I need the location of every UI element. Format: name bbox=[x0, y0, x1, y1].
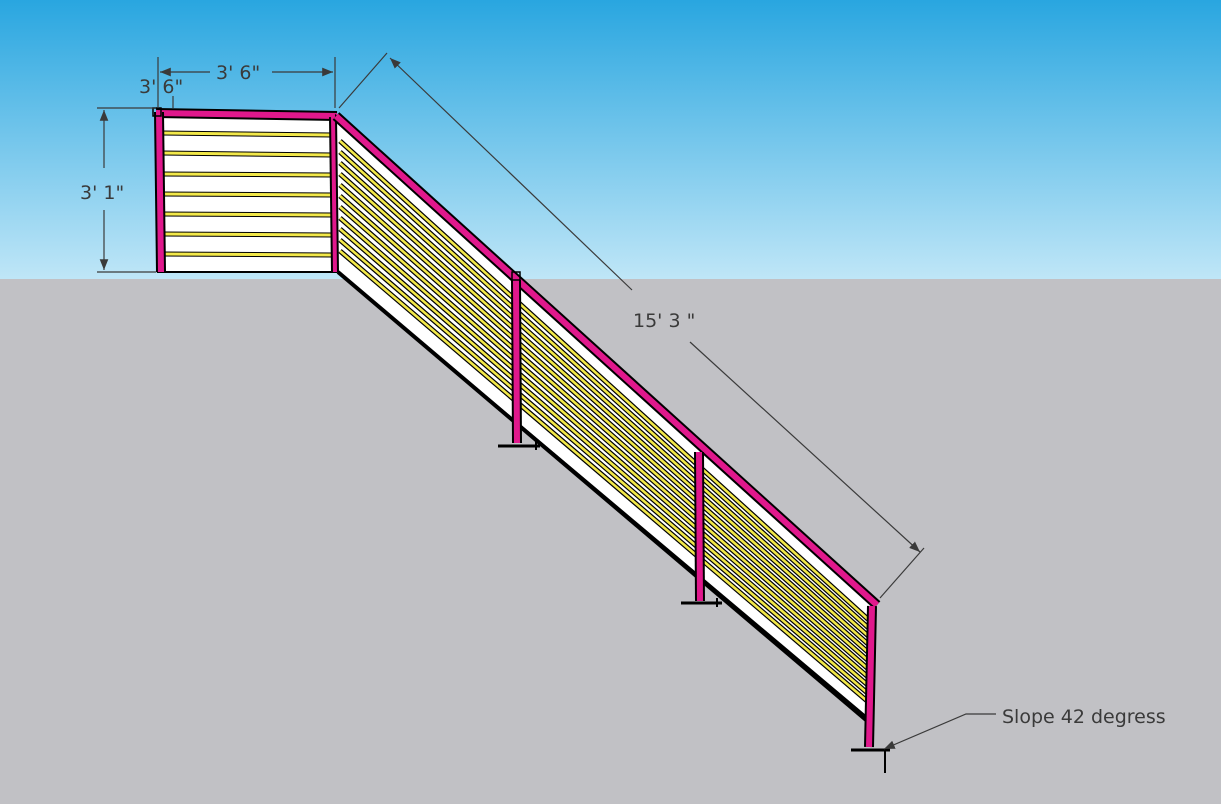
slope-leader-line bbox=[883, 713, 996, 750]
dimensions bbox=[97, 52, 996, 750]
landing-cables bbox=[161, 130, 333, 258]
stair-cable-fill bbox=[339, 140, 869, 621]
landing-railing bbox=[152, 107, 341, 273]
stair-cable-fill bbox=[339, 217, 869, 678]
stair-cable-fill bbox=[339, 228, 869, 687]
stair-cable-fill bbox=[339, 162, 869, 637]
stair-cable-fill bbox=[339, 184, 869, 654]
run-length-dim-line-top bbox=[389, 57, 633, 291]
run-length-dim-line-bottom bbox=[689, 341, 921, 553]
stair-cable-fill bbox=[339, 151, 869, 629]
dim-label-landing-height: 3' 1" bbox=[80, 182, 124, 204]
stair-cable-fill bbox=[339, 195, 869, 662]
stair-cable-fill bbox=[339, 239, 869, 695]
slope-annotation: Slope 42 degress bbox=[1002, 706, 1166, 728]
stair-cables bbox=[338, 139, 870, 704]
stair-cable-fill bbox=[339, 173, 869, 645]
stair-cable-fill bbox=[339, 206, 869, 670]
stair-cable-fill bbox=[339, 250, 869, 703]
dim-label-landing-width-left: 3' 6" bbox=[139, 76, 183, 98]
dim-label-stair-run-length: 15' 3 " bbox=[633, 310, 695, 332]
dim-label-landing-width-top: 3' 6" bbox=[216, 62, 260, 84]
stair-railing bbox=[332, 112, 890, 773]
